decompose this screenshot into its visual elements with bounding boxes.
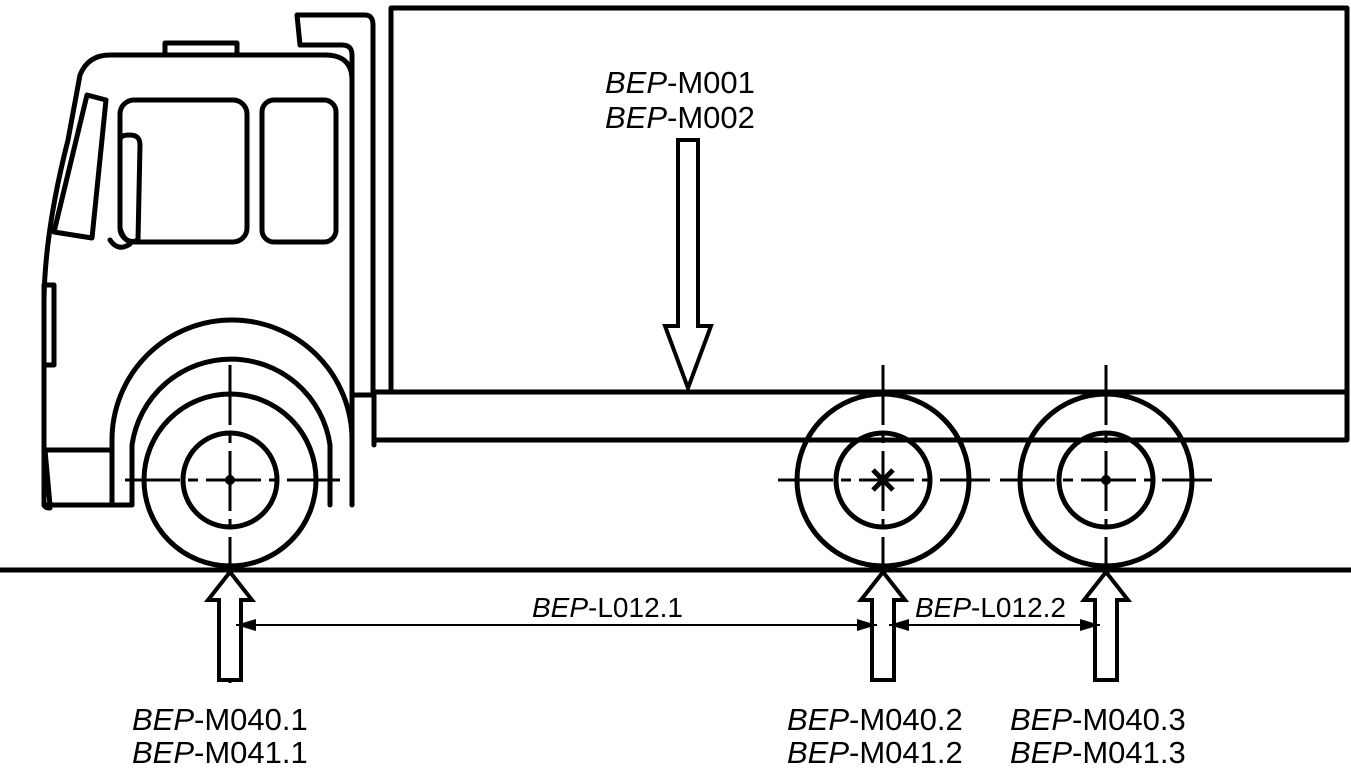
dimension-wheelbase-1: [236, 619, 877, 631]
dimension-wheelbase-2: [889, 619, 1100, 631]
side-mirror: [117, 132, 143, 244]
front-fender: [109, 317, 355, 508]
label-axle3-mass: BEP-M040.3: [1010, 702, 1186, 737]
label-axle3-load: BEP-M041.3: [1010, 735, 1186, 770]
reaction-arrow-front: [203, 568, 257, 682]
label-mass-2: BEP-M002: [605, 100, 755, 135]
label-axle1-load: BEP-M041.1: [132, 735, 308, 770]
label-mass-1: BEP-M001: [605, 65, 755, 100]
side-marker-light: [41, 282, 57, 368]
windshield: [51, 92, 109, 241]
load-arrow-down: [662, 138, 714, 394]
label-wheelbase-1: BEP-L012.1: [532, 592, 683, 623]
label-wheelbase-2: BEP-L012.2: [915, 592, 1066, 623]
reaction-arrow-rear-1: [856, 568, 910, 682]
label-axle2-load: BEP-M041.2: [787, 735, 963, 770]
label-axle2-mass: BEP-M040.2: [787, 702, 963, 737]
roof-vent: [162, 40, 240, 58]
door-window-rear: [259, 97, 339, 245]
label-axle1-mass: BEP-M040.1: [132, 702, 308, 737]
reaction-arrow-rear-2: [1079, 568, 1133, 682]
cargo-box: [388, 5, 1350, 395]
axle-center-mark: [871, 468, 895, 492]
